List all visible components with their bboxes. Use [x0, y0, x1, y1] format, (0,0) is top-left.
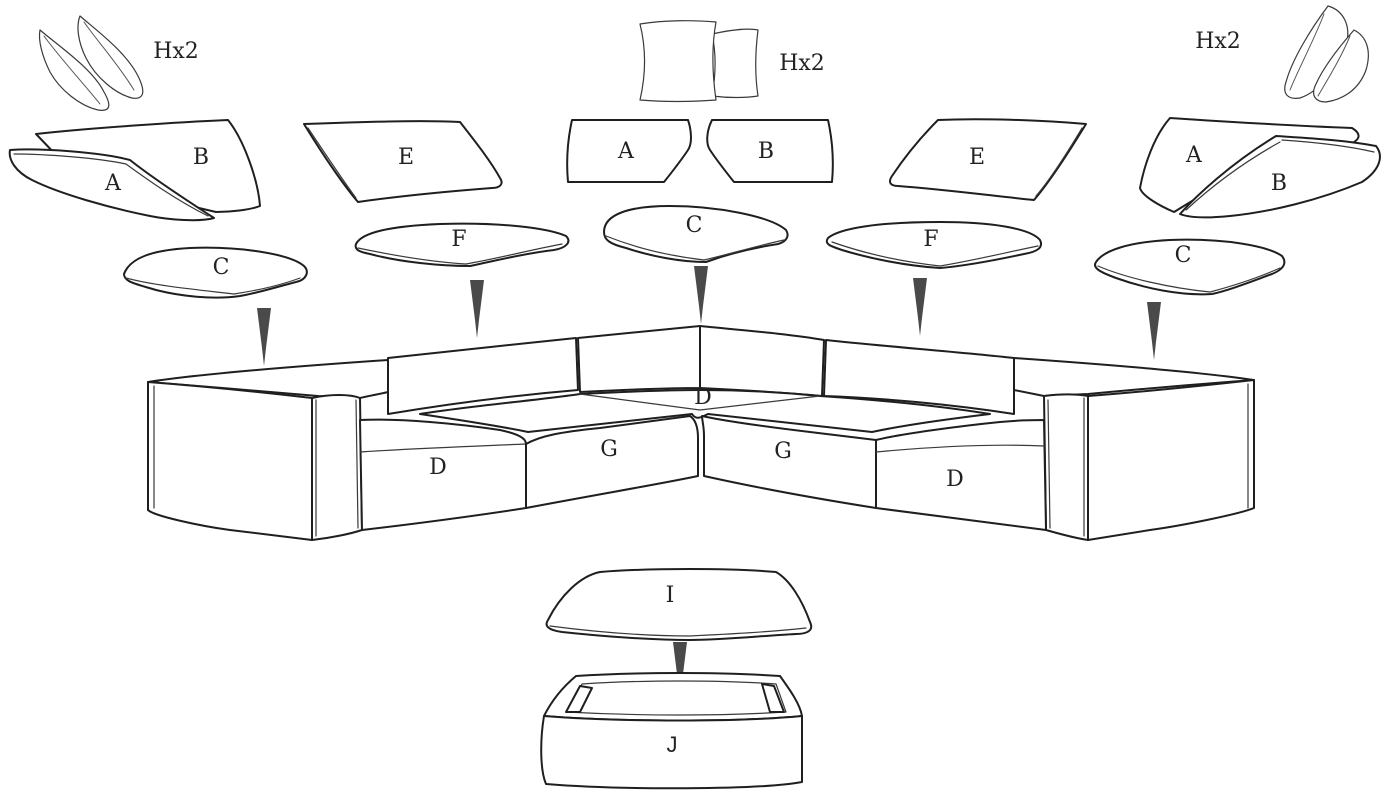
label-right-a: A — [1185, 143, 1203, 168]
seat-cushion-left-f — [354, 222, 570, 267]
arrow-ottoman — [673, 642, 687, 698]
qty-label-center: Hx2 — [779, 51, 825, 76]
arrow-center-c — [694, 266, 708, 324]
label-left-a: A — [104, 171, 122, 196]
back-cushion-center-a — [566, 119, 692, 183]
seat-cushion-right-c — [1094, 238, 1286, 296]
label-sofa-right-d: D — [946, 467, 964, 492]
label-center-c: C — [686, 213, 703, 238]
label-sofa-left-g: G — [600, 437, 618, 462]
label-sofa-corner-d: D — [694, 385, 712, 410]
qty-label-right: Hx2 — [1195, 29, 1241, 54]
qty-label-left: Hx2 — [153, 39, 199, 64]
label-sofa-right-g: G — [774, 439, 792, 464]
seat-cushion-center-c — [603, 205, 789, 263]
label-center-b: B — [758, 139, 774, 164]
label-sofa-left-d: D — [429, 455, 447, 480]
label-left-e: E — [398, 145, 414, 170]
ottoman-cushion-i — [545, 568, 813, 641]
label-left-f: F — [451, 227, 466, 252]
arrow-right-f — [913, 278, 927, 336]
back-cushion-right-e — [889, 118, 1087, 201]
label-center-a: A — [617, 139, 635, 164]
label-right-b: B — [1271, 171, 1287, 196]
throw-pillows-center — [639, 20, 759, 103]
back-cushions-left-ab — [8, 119, 261, 222]
label-left-b: B — [193, 145, 209, 170]
back-cushions-right-ab — [1139, 117, 1381, 219]
back-cushion-center-b — [706, 119, 834, 183]
throw-pillows-right — [1284, 5, 1369, 103]
throw-pillows-left — [38, 15, 144, 111]
label-right-c: C — [1175, 243, 1192, 268]
label-right-e: E — [969, 145, 985, 170]
arrow-right-c — [1147, 302, 1161, 360]
label-left-c: C — [213, 255, 230, 280]
label-right-f: F — [923, 227, 938, 252]
arrow-left-f — [470, 280, 484, 338]
ottoman-base-j — [540, 672, 803, 790]
seat-cushion-right-f — [825, 221, 1042, 269]
label-ottoman-cushion-i: I — [666, 583, 675, 608]
back-cushion-left-e — [303, 120, 503, 203]
label-ottoman-base-j: J — [667, 732, 678, 757]
sectional-sofa — [147, 325, 1255, 541]
seat-cushion-left-c — [123, 246, 308, 299]
arrow-left-c — [257, 308, 271, 366]
